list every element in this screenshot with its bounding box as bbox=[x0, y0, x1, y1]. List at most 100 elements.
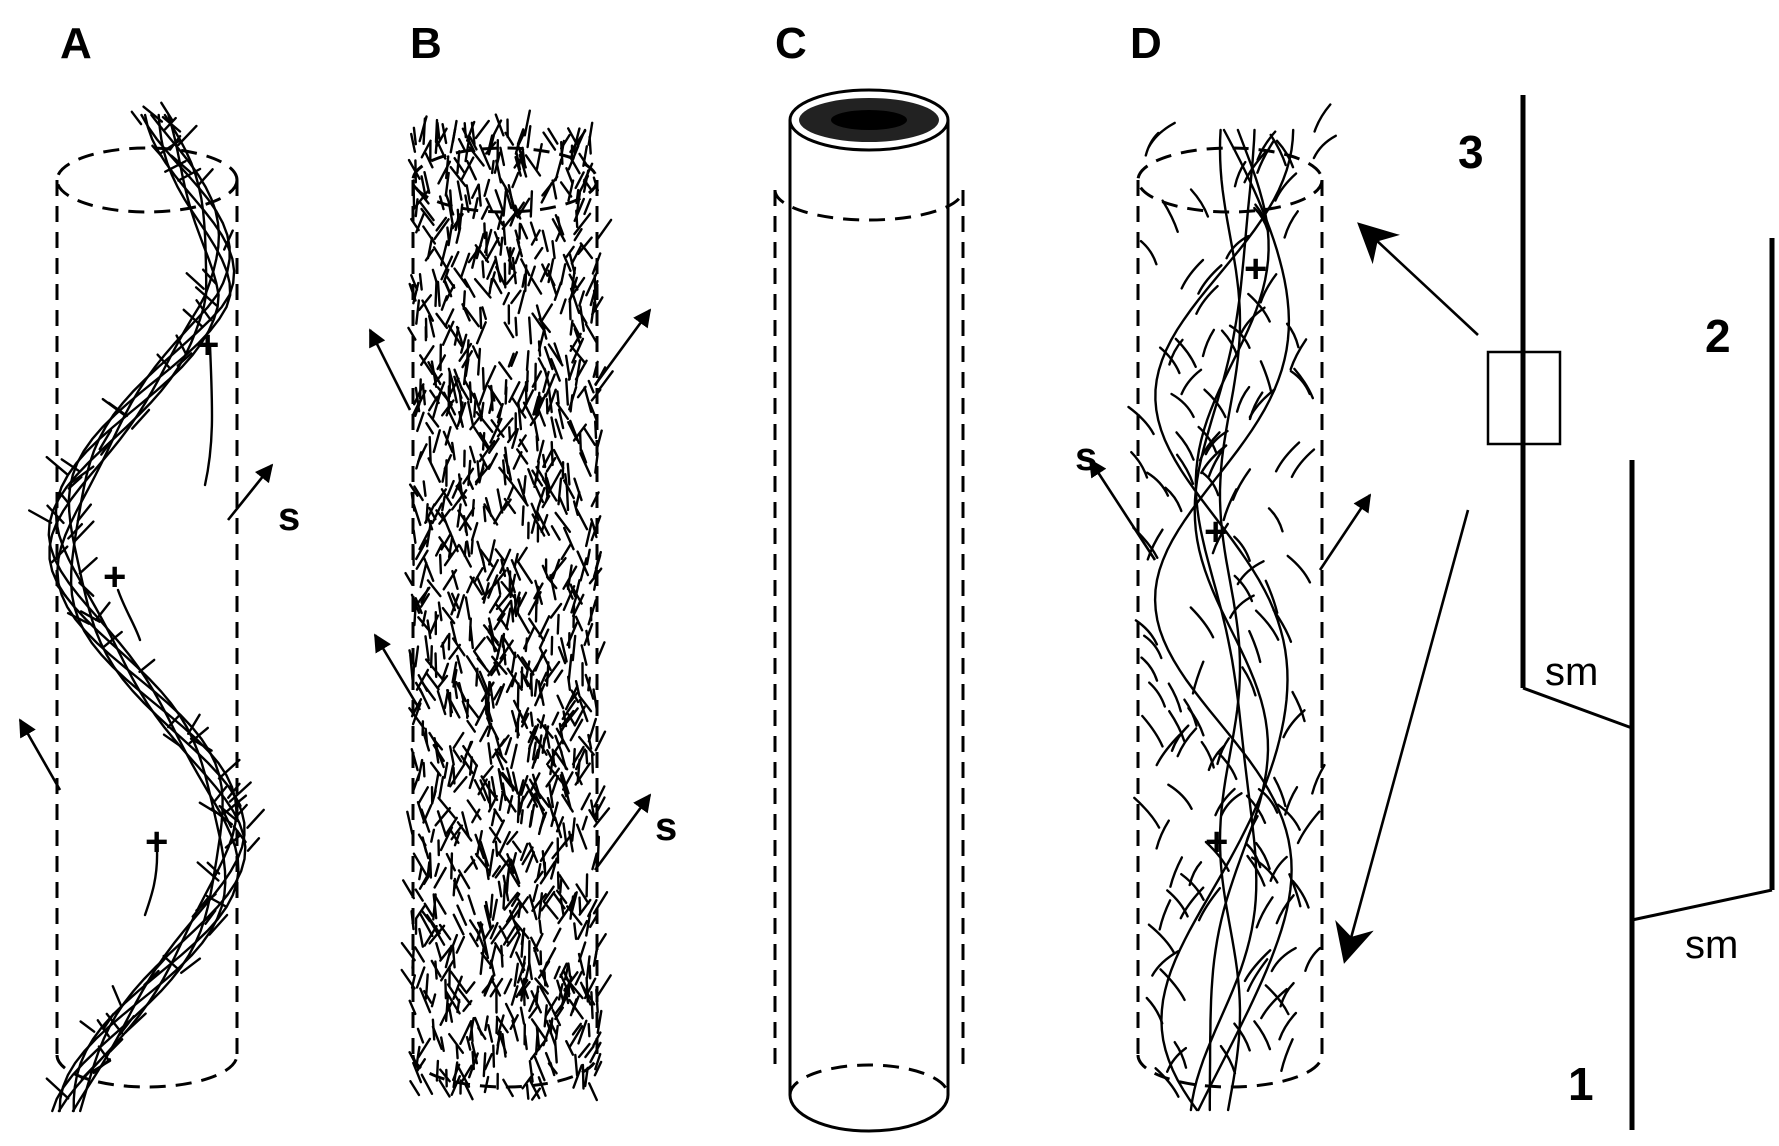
mesh-twig bbox=[506, 387, 507, 403]
mesh-twig bbox=[442, 497, 444, 510]
mesh-twig bbox=[449, 225, 452, 245]
mesh-twig bbox=[597, 975, 611, 996]
mesh-twig bbox=[475, 279, 490, 297]
network-twig bbox=[1172, 394, 1194, 417]
branch-1-label: 1 bbox=[1568, 1058, 1594, 1110]
mesh-twig bbox=[454, 768, 455, 784]
network-twig bbox=[1281, 1039, 1292, 1071]
sprout-arrows-d bbox=[1090, 460, 1370, 570]
mesh-twig bbox=[440, 1080, 450, 1096]
network-twig bbox=[1315, 105, 1331, 132]
network-twig bbox=[1149, 925, 1174, 953]
mesh-twig bbox=[474, 428, 488, 449]
network-twig bbox=[1245, 950, 1270, 981]
mesh-twig bbox=[426, 729, 427, 744]
mesh-twig bbox=[541, 305, 552, 322]
mesh-twig bbox=[532, 279, 541, 294]
mesh-twig bbox=[418, 1029, 423, 1043]
mesh-twig bbox=[435, 864, 438, 876]
mesh-twig bbox=[457, 937, 464, 953]
mesh-twig bbox=[537, 436, 538, 450]
mesh-twig bbox=[473, 1052, 474, 1069]
mesh-twig bbox=[500, 148, 504, 165]
mesh-twig bbox=[586, 751, 587, 763]
mesh-twig bbox=[505, 323, 514, 337]
mesh-twig bbox=[543, 231, 548, 251]
mesh-twig bbox=[569, 361, 576, 380]
mesh-twig bbox=[555, 671, 563, 682]
mesh-twig bbox=[587, 874, 588, 896]
network-twig bbox=[1292, 450, 1314, 477]
mesh-twig bbox=[485, 1017, 487, 1031]
panel-c bbox=[775, 90, 963, 1131]
dense-capillary-mesh-b bbox=[402, 111, 613, 1100]
mesh-twig bbox=[416, 890, 423, 901]
mesh-twig bbox=[492, 810, 495, 825]
mesh-twig bbox=[454, 733, 464, 748]
mesh-twig bbox=[547, 458, 555, 471]
mesh-twig bbox=[455, 269, 468, 287]
mesh-twig bbox=[475, 1018, 482, 1035]
mesh-twig bbox=[424, 763, 425, 776]
mesh-twig bbox=[527, 351, 528, 370]
mesh-twig bbox=[488, 1025, 492, 1041]
mesh-twig bbox=[471, 1022, 473, 1042]
mesh-twig bbox=[590, 137, 591, 154]
mesh-twig bbox=[432, 995, 435, 1007]
mesh-twig bbox=[489, 850, 493, 875]
mesh-twig bbox=[580, 453, 590, 476]
mesh-twig bbox=[497, 1018, 498, 1033]
mesh-twig bbox=[561, 264, 565, 284]
mesh-twig bbox=[518, 548, 527, 562]
network-twig bbox=[1285, 211, 1298, 237]
mesh-twig bbox=[458, 182, 462, 200]
mesh-twig bbox=[439, 777, 443, 798]
mesh-twig bbox=[417, 968, 424, 988]
network-twig bbox=[1129, 407, 1154, 434]
network-twig bbox=[1272, 948, 1296, 971]
mesh-twig bbox=[558, 615, 559, 634]
network-twig bbox=[1168, 785, 1191, 809]
magnify-arrow-down bbox=[1345, 510, 1468, 960]
network-twig bbox=[1141, 241, 1156, 264]
mesh-twig bbox=[567, 487, 568, 510]
network-twig bbox=[1285, 787, 1297, 814]
mesh-twig bbox=[501, 238, 503, 255]
mesh-twig bbox=[499, 882, 501, 897]
mesh-twig bbox=[460, 391, 462, 411]
mesh-twig bbox=[571, 897, 574, 919]
mesh-twig bbox=[589, 1083, 597, 1100]
mesh-twig bbox=[531, 191, 532, 216]
mesh-twig bbox=[489, 782, 490, 808]
network-twig bbox=[1305, 948, 1320, 971]
network-twig bbox=[1280, 1013, 1296, 1039]
mesh-twig bbox=[423, 385, 425, 404]
mesh-twig bbox=[598, 220, 611, 239]
mesh-twig bbox=[483, 368, 484, 389]
mesh-twig bbox=[416, 300, 419, 323]
mesh-twig bbox=[545, 972, 546, 985]
mesh-twig bbox=[504, 885, 505, 908]
mesh-twig bbox=[562, 544, 571, 559]
strand-twig bbox=[187, 273, 204, 289]
branch-2-label: 2 bbox=[1705, 310, 1731, 362]
mesh-twig bbox=[437, 1061, 438, 1081]
mesh-twig bbox=[419, 867, 421, 879]
mesh-twig bbox=[414, 505, 421, 525]
sm-label-upper: sm bbox=[1545, 650, 1598, 694]
mesh-twig bbox=[418, 444, 426, 461]
mesh-twig bbox=[436, 654, 437, 677]
mesh-twig bbox=[461, 254, 469, 277]
network-twig bbox=[1160, 900, 1170, 929]
mesh-twig bbox=[580, 900, 591, 915]
network-twig bbox=[1234, 537, 1249, 561]
mesh-twig bbox=[420, 873, 429, 888]
mesh-twig bbox=[426, 636, 429, 660]
mesh-twig bbox=[454, 750, 461, 761]
mesh-twig bbox=[421, 563, 427, 587]
network-twig bbox=[1271, 857, 1287, 881]
mesh-twig bbox=[426, 423, 432, 433]
mesh-twig bbox=[430, 853, 431, 877]
mesh-twig bbox=[580, 898, 581, 914]
network-twig bbox=[1149, 683, 1165, 707]
